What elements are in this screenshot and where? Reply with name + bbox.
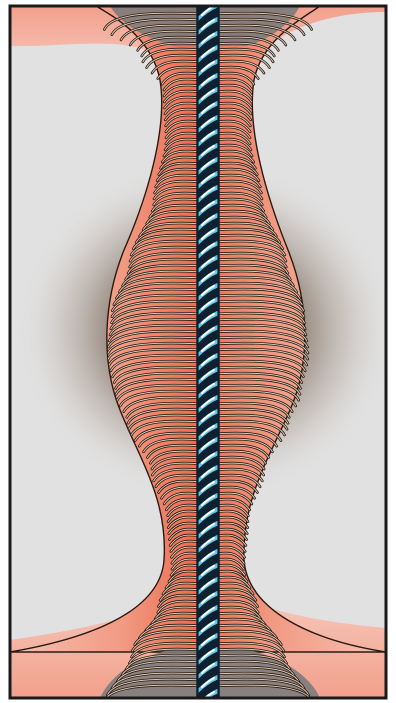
central-twisted-strand	[197, 2, 219, 703]
